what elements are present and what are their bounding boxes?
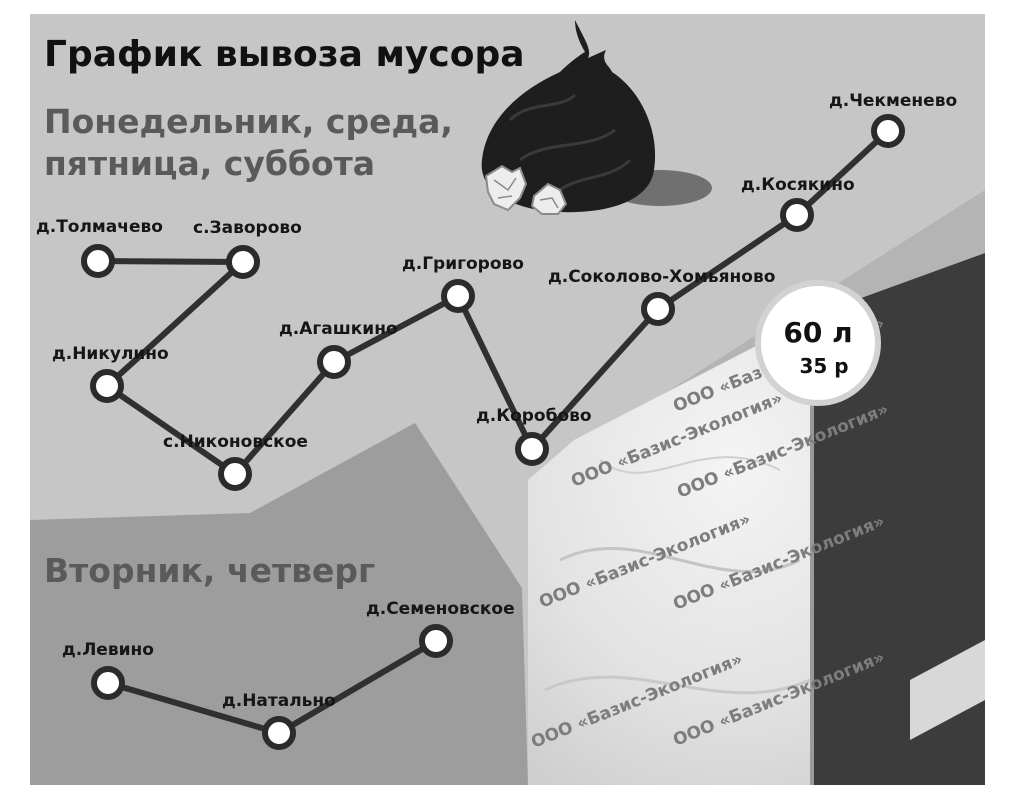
- route-b-stops: д.Левино д.Натально д.Семеновское: [62, 599, 515, 750]
- stop-zavorovo-label: с.Заворово: [193, 218, 302, 238]
- route-a-stops: д.Толмачево с.Заворово д.Никулино с.Нико…: [36, 91, 957, 491]
- page-title: График вывоза мусора: [44, 34, 525, 75]
- stop-chekmenevo-label: д.Чекменево: [829, 91, 957, 111]
- bottom-right-strip: [910, 640, 985, 740]
- stop-natalno-label: д.Натально: [222, 691, 336, 711]
- stop-agashkino-marker: [317, 345, 351, 379]
- stop-levino-marker: [91, 666, 125, 700]
- stop-nikonovskoe-label: с.Никоновское: [163, 432, 308, 452]
- stop-levino-label: д.Левино: [62, 640, 154, 660]
- stop-tolmachevo-marker: [81, 244, 115, 278]
- stop-kosyakino-marker: [780, 198, 814, 232]
- stop-kosyakino-label: д.Косякино: [741, 175, 855, 195]
- stop-chekmenevo-marker: [871, 114, 905, 148]
- route-a-lines: [95, 128, 891, 477]
- schedule-a-days-line2: пятница, суббота: [44, 144, 375, 183]
- stop-nikulino-label: д.Никулино: [52, 344, 169, 364]
- stop-grigorovo-label: д.Григорово: [402, 254, 524, 274]
- stop-semenovskoe-marker: [419, 624, 453, 658]
- schedule-a-days-line1: Понедельник, среда,: [44, 102, 453, 141]
- stop-zavorovo-marker: [226, 245, 260, 279]
- price-badge: [755, 280, 881, 406]
- stop-semenovskoe-label: д.Семеновское: [366, 599, 515, 619]
- route-b-lines: [105, 638, 439, 736]
- stop-grigorovo-marker: [441, 279, 475, 313]
- stop-natalno-marker: [262, 716, 296, 750]
- stop-sokolovo-khomyanovo-marker: [641, 292, 675, 326]
- stop-korobovo-label: д.Коробово: [476, 406, 592, 426]
- stop-agashkino-label: д.Агашкино: [279, 319, 398, 339]
- stop-nikonovskoe-marker: [218, 457, 252, 491]
- bag-volume: 60 л: [783, 316, 852, 349]
- stop-korobovo-marker: [515, 432, 549, 466]
- bag-price: 35 р: [799, 354, 848, 378]
- stop-tolmachevo-label: д.Толмачево: [36, 217, 163, 237]
- garbage-bag-icon: [481, 20, 712, 213]
- crumpled-paper-icon: [484, 164, 568, 215]
- stop-nikulino-marker: [90, 369, 124, 403]
- stop-sokolovo-khomyanovo-label: д.Соколово-Хомьяново: [548, 267, 775, 287]
- schedule-b-days: Вторник, четверг: [44, 551, 375, 590]
